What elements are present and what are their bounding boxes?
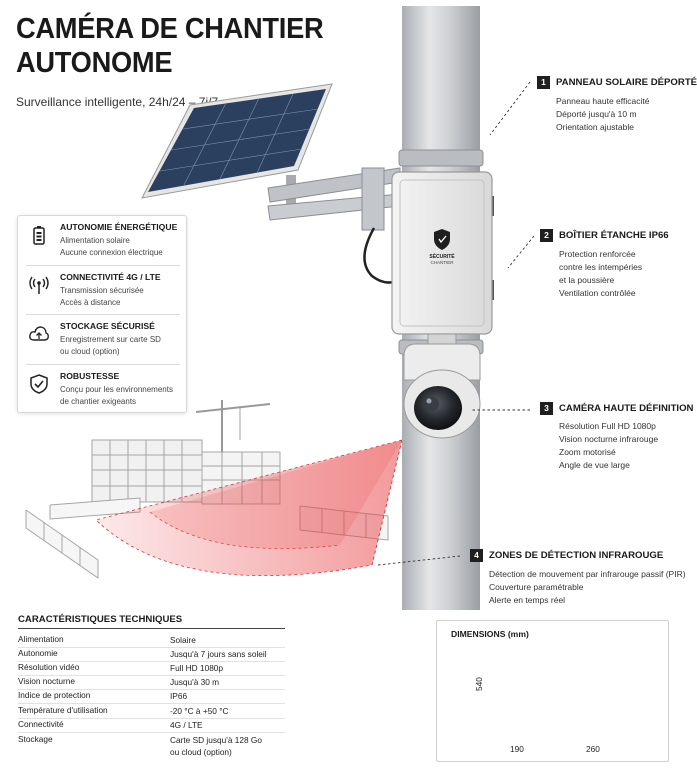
callout-line: Orientation ajustable (556, 122, 634, 132)
spec-key: Autonomie (18, 648, 58, 658)
dimensions-panel: DIMENSIONS (mm) (436, 620, 669, 762)
feature-title: ROBUSTESSE (60, 371, 120, 381)
spec-row: Stockage Carte SD jusqu'à 128 Go ou clou… (18, 734, 285, 762)
specs-title: CARACTÉRISTIQUES TECHNIQUES (18, 614, 183, 625)
spec-value: Jusqu'à 30 m (170, 677, 220, 687)
callout-line: et la poussière (559, 275, 615, 285)
spec-key: Résolution vidéo (18, 662, 80, 672)
ptz-camera (403, 333, 481, 439)
spec-key: Stockage (18, 734, 53, 744)
callout-line: Protection renforcée (559, 249, 636, 259)
feature-title: AUTONOMIE ÉNERGÉTIQUE (60, 222, 178, 232)
features-card: AUTONOMIE ÉNERGÉTIQUE Alimentation solai… (17, 215, 187, 413)
spec-value: IP66 (170, 691, 188, 701)
spec-row: Connectivité 4G / LTE (18, 719, 285, 733)
spec-key: Température d'utilisation (18, 705, 108, 715)
spec-key: Vision nocturne (18, 676, 76, 686)
waterproof-housing: SÉCURITÉ CHANTIER (391, 171, 494, 335)
feature-title: CONNECTIVITÉ 4G / LTE (60, 272, 161, 282)
feature-line: Accès à distance (60, 298, 121, 307)
spec-row: Alimentation Solaire (18, 634, 285, 648)
feature-connectivity: CONNECTIVITÉ 4G / LTE Transmission sécur… (18, 266, 188, 315)
callout-number: 1 (537, 76, 550, 89)
feature-line: Enregistrement sur carte SD (60, 335, 161, 344)
feature-line: Transmission sécurisée (60, 286, 144, 295)
callout-title: PANNEAU SOLAIRE DÉPORTÉ (556, 77, 697, 88)
callout-solar-panel: 1 PANNEAU SOLAIRE DÉPORTÉ Panneau haute … (537, 76, 697, 136)
dimensions-title: DIMENSIONS (mm) (451, 629, 529, 639)
feature-line: ou cloud (option) (60, 347, 120, 356)
title-line-2: AUTONOME (16, 47, 173, 79)
callout-number: 3 (540, 402, 553, 415)
spec-row: Vision nocturne Jusqu'à 30 m (18, 676, 285, 690)
callout-line: Zoom motorisé (559, 447, 616, 457)
callout-line: Vision nocturne infrarouge (559, 434, 659, 444)
callout-title: BOÎTIER ÉTANCHE IP66 (559, 230, 669, 241)
page-subtitle: Surveillance intelligente, 24h/24 – 7j/7 (16, 95, 219, 109)
callout-line: Ventilation contrôlée (559, 288, 636, 298)
feature-line: Aucune connexion électrique (60, 248, 163, 257)
infrared-detection-zone (95, 439, 403, 576)
callout-line: Déporté jusqu'à 10 m (556, 109, 637, 119)
callout-line: Panneau haute efficacité (556, 96, 650, 106)
solar-panel (141, 83, 403, 284)
shield-check-icon (30, 374, 48, 394)
spec-key: Connectivité (18, 719, 64, 729)
feature-line: Alimentation solaire (60, 236, 130, 245)
spec-value: Full HD 1080p (170, 663, 224, 673)
spec-row: Autonomie Jusqu'à 7 jours sans soleil (18, 648, 285, 662)
feature-robustness: ROBUSTESSE Conçu pour les environnements… (18, 365, 188, 414)
callout-line: contre les intempéries (559, 262, 643, 272)
spec-row: Température d'utilisation -20 °C à +50 °… (18, 705, 285, 719)
callout-number: 4 (470, 549, 483, 562)
callout-line: Résolution Full HD 1080p (559, 421, 656, 431)
signal-antenna-icon (29, 276, 49, 294)
feature-line: de chantier exigeants (60, 397, 137, 406)
feature-line: Conçu pour les environnements (60, 385, 173, 394)
spec-value: Jusqu'à 7 jours sans soleil (170, 649, 267, 659)
dimension-depth: 260 (584, 744, 602, 754)
callout-detection-zones: 4 ZONES DE DÉTECTION INFRAROUGE Détectio… (470, 549, 695, 607)
callout-number: 2 (540, 229, 553, 242)
spec-key: Alimentation (18, 634, 64, 644)
housing-brand-line1: SÉCURITÉ (429, 252, 455, 260)
callout-housing: 2 BOÎTIER ÉTANCHE IP66 Protection renfor… (540, 229, 695, 301)
feature-autonomy: AUTONOMIE ÉNERGÉTIQUE Alimentation solai… (18, 216, 188, 266)
callout-line: Détection de mouvement par infrarouge pa… (489, 569, 686, 579)
spec-row: Résolution vidéo Full HD 1080p (18, 662, 285, 676)
spec-value: Carte SD jusqu'à 128 Go (170, 735, 262, 745)
feature-storage: STOCKAGE SÉCURISÉ Enregistrement sur car… (18, 315, 188, 365)
callout-line: Alerte en temps réel (489, 595, 566, 605)
spec-value-continued: ou cloud (option) (170, 747, 232, 757)
dimension-height: 540 (474, 677, 484, 691)
battery-icon (33, 226, 45, 245)
spec-key: Indice de protection (18, 690, 91, 700)
callout-title: ZONES DE DÉTECTION INFRAROUGE (489, 550, 664, 561)
page-title: CAMÉRA DE CHANTIER AUTONOME (16, 12, 324, 80)
spec-value: 4G / LTE (170, 720, 203, 730)
callout-line: Couverture paramétrable (489, 582, 584, 592)
callout-line: Angle de vue large (559, 460, 630, 470)
spec-value: Solaire (170, 635, 196, 645)
callout-leaders (377, 81, 535, 566)
callout-title: CAMÉRA HAUTE DÉFINITION (559, 403, 694, 414)
cloud-upload-icon (29, 326, 49, 341)
spec-row: Indice de protection IP66 (18, 690, 285, 704)
specs-divider (18, 628, 285, 629)
dimension-width: 190 (508, 744, 526, 754)
housing-brand-line2: CHANTIER (430, 260, 454, 265)
callout-camera: 3 CAMÉRA HAUTE DÉFINITION Résolution Ful… (540, 402, 695, 474)
spec-value: -20 °C à +50 °C (170, 706, 229, 716)
title-line-1: CAMÉRA DE CHANTIER (16, 13, 324, 45)
feature-title: STOCKAGE SÉCURISÉ (60, 321, 155, 331)
